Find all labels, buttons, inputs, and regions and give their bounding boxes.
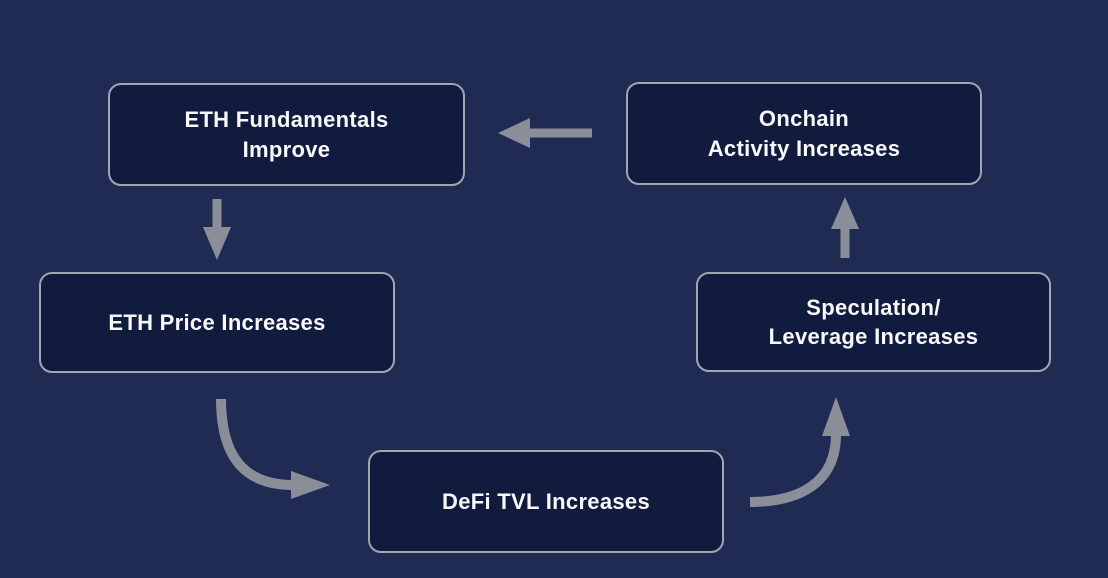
arrow-left-icon [498, 118, 592, 148]
node-speculation-leverage-increases: Speculation/ Leverage Increases [696, 272, 1051, 372]
node-label: ETH Fundamentals Improve [184, 107, 389, 162]
arrow-down-icon [203, 199, 231, 260]
node-label: DeFi TVL Increases [442, 488, 650, 514]
arrow-curve-right-up-icon [750, 397, 850, 507]
arrow-up-icon [831, 197, 859, 258]
node-label: Onchain Activity Increases [707, 106, 901, 161]
node-eth-price-increases: ETH Price Increases [39, 272, 395, 373]
node-label: ETH Price Increases [108, 309, 326, 335]
node-label: Speculation/ Leverage Increases [768, 294, 979, 349]
node-eth-fundamentals-improve: ETH Fundamentals Improve [108, 83, 465, 186]
node-onchain-activity-increases: Onchain Activity Increases [626, 82, 982, 185]
node-defi-tvl-increases: DeFi TVL Increases [368, 450, 724, 553]
arrow-curve-down-right-icon [216, 398, 330, 499]
